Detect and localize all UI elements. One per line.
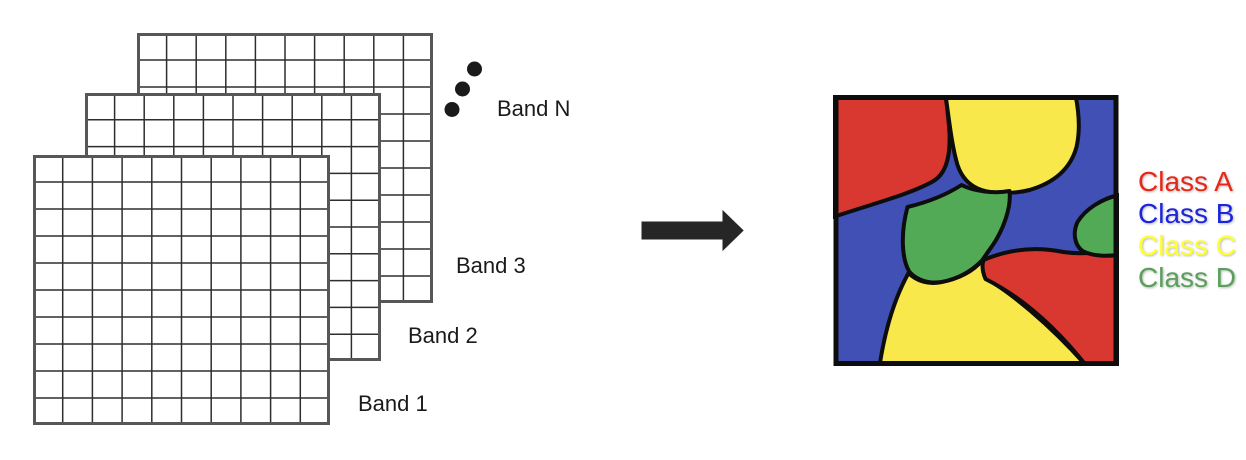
map-region-green-right [1072, 193, 1119, 258]
more-bands-ellipsis-icon [444, 61, 482, 117]
classified-map [833, 95, 1119, 366]
band-1-label: Band 1 [358, 391, 428, 416]
legend-item-class-c: Class C [1138, 230, 1237, 261]
band-n-label: Band N [497, 96, 571, 121]
band-2-label: Band 2 [408, 323, 478, 348]
legend-item-class-b: Class B [1138, 198, 1235, 229]
band-3-label: Band 3 [456, 253, 526, 278]
right-arrow-icon [641, 209, 744, 252]
map-border [833, 95, 1119, 366]
legend-item-class-a: Class A [1138, 166, 1233, 197]
legend-item-class-d: Class D [1138, 262, 1237, 293]
class-legend: Class A Class B Class C Class D [1138, 166, 1236, 294]
map-region-red-bottom-right [980, 246, 1119, 366]
band-1-grid [33, 155, 330, 425]
